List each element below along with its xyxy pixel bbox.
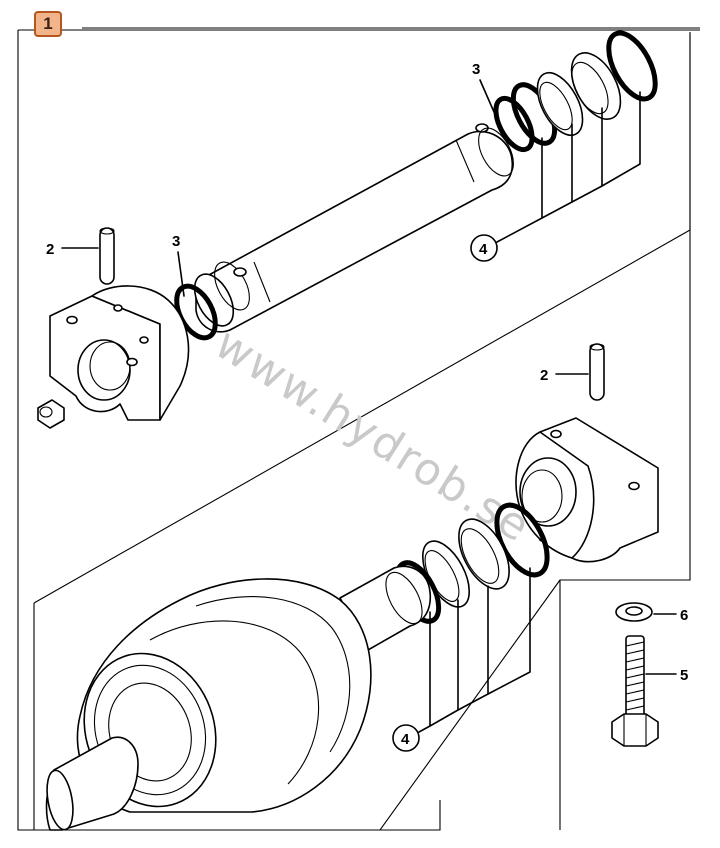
roll-pin-icon	[589, 343, 605, 401]
callout-label: 3	[172, 233, 180, 250]
callout-label: 4	[401, 731, 410, 748]
bolt-icon	[611, 635, 659, 747]
callout-label: 4	[479, 241, 488, 258]
callout-label: 2	[540, 367, 548, 384]
callout-label: 6	[680, 607, 688, 624]
housing-block-icon	[515, 417, 659, 563]
figure-number-badge: 1	[34, 11, 62, 37]
callout-washer: 6	[653, 607, 688, 624]
callout-ring-top-left: 3	[172, 233, 185, 297]
retaining-ring-icon	[493, 95, 535, 153]
seal-ring-icon	[510, 30, 658, 146]
seal-ring-icon	[394, 502, 550, 624]
callout-bolt: 5	[645, 667, 688, 684]
callout-pin-top: 2	[46, 241, 99, 258]
callout-label: 5	[680, 667, 688, 684]
callout-label: 2	[46, 241, 54, 258]
diagram-frame	[17, 27, 700, 831]
washer-icon	[615, 602, 653, 622]
plug-icon	[37, 399, 65, 429]
watermark-text: www.hydrob.se	[206, 318, 540, 553]
track-roller-icon	[45, 578, 372, 831]
roll-pin-icon	[99, 227, 115, 285]
callout-ring-top-right: 3	[472, 61, 495, 113]
callout-pin-bottom: 2	[540, 367, 589, 384]
track-roller-shaft-icon	[193, 123, 514, 333]
callout-seals-top: 4	[470, 91, 641, 262]
housing-block-icon	[49, 285, 190, 421]
callout-seals-bottom: 4	[392, 567, 531, 752]
callout-label: 3	[472, 61, 480, 78]
